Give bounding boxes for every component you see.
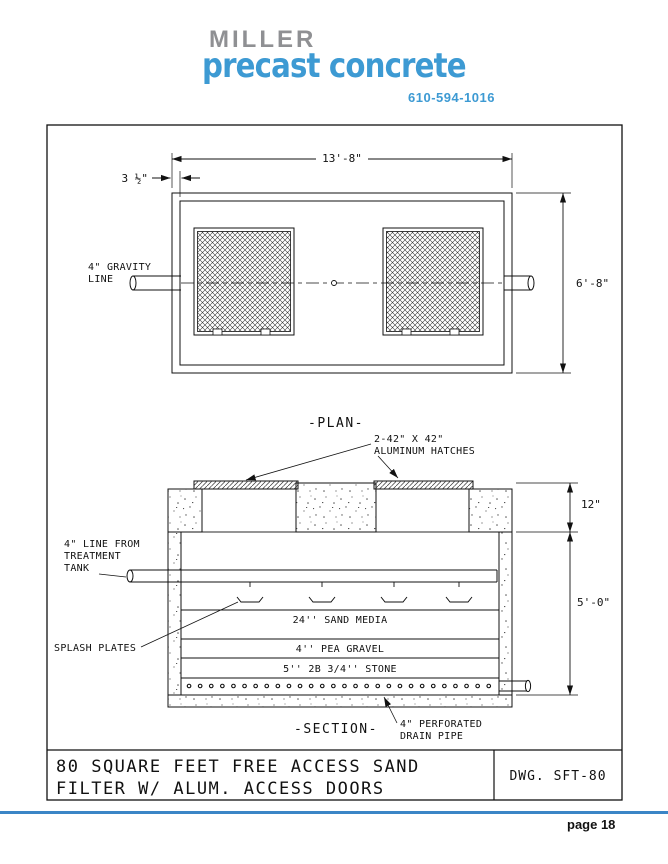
sand-media-label: 24'' SAND MEDIA — [293, 615, 388, 626]
section-extension-lines — [516, 482, 578, 696]
section-hatch-right — [373, 480, 474, 490]
stone-label: 5'' 2B 3/4'' STONE — [283, 664, 397, 675]
plan-wall-dimension: 3 ½" — [122, 172, 149, 185]
title-block-lines — [47, 749, 622, 800]
splash-plates-label: SPLASH PLATES — [54, 643, 136, 654]
hatch-callout-line-2: ALUMINUM HATCHES — [374, 446, 475, 457]
section-depth-dimension: 5'-0" — [577, 596, 610, 609]
plan-aluminum-hatch-left — [193, 227, 295, 336]
plan-tank-inner-wall — [179, 200, 505, 366]
section-hatch-left — [193, 480, 299, 490]
perforated-drain-pipe — [186, 679, 532, 693]
plan-center-port — [331, 280, 337, 286]
plan-view-label: -PLAN- — [308, 416, 364, 431]
section-interior — [180, 531, 500, 696]
plan-extension-lines — [171, 153, 571, 374]
section-inlet-pipe — [126, 569, 498, 587]
drain-pipe-leader — [383, 696, 398, 724]
drawing-number: DWG. SFT-80 — [509, 769, 606, 784]
pea-gravel-label: 4'' PEA GRAVEL — [296, 644, 385, 655]
section-view-label: -SECTION- — [294, 722, 378, 737]
plan-width-dimension: 13'-8" — [322, 152, 362, 165]
hatch-callout-line-1: 2-42" X 42" — [374, 434, 444, 445]
brand-miller-logo: MILLER — [209, 26, 317, 53]
drawing-title-line-1: 80 SQUARE FEET FREE ACCESS SAND — [56, 757, 420, 777]
inlet-leader — [98, 573, 127, 578]
plan-height-dimension: 6'-8" — [576, 277, 609, 290]
section-concrete — [167, 482, 513, 708]
gravity-line-label-2: LINE — [88, 274, 113, 285]
section-lid-dimension: 12" — [581, 498, 601, 511]
media-layer-lines — [181, 609, 499, 679]
inlet-label-1: 4" LINE FROM — [64, 539, 140, 550]
drain-pipe-label-2: DRAIN PIPE — [400, 731, 463, 742]
plan-aluminum-hatch-right — [382, 227, 484, 336]
brand-phone-number: 610-594-1016 — [408, 90, 495, 105]
footer-rule — [0, 811, 668, 814]
hatch-callout-leaders — [245, 443, 399, 481]
plan-gravity-pipe — [129, 275, 535, 291]
plan-tank-outer-wall — [171, 192, 513, 374]
title-block: 80 SQUARE FEET FREE ACCESS SAND FILTER W… — [47, 749, 622, 800]
plan-dimension-lines — [152, 155, 567, 373]
section-view: 12" 5'-0" 4" LINE FROM TREATMENT TANK SP… — [54, 480, 610, 742]
drawing-title-line-2: FILTER W/ ALUM. ACCESS DOORS — [56, 779, 385, 799]
splash-plates-leader — [140, 601, 239, 648]
gravity-line-label-1: 4" GRAVITY — [88, 262, 151, 273]
drain-pipe-label-1: 4" PERFORATED — [400, 719, 482, 730]
splash-plates — [236, 596, 473, 603]
inlet-label-2: TREATMENT — [64, 551, 121, 562]
page-number: page 18 — [567, 817, 616, 832]
drawing-frame — [46, 124, 623, 801]
plan-view: 13'-8" 3 ½" 6'-8" 4" GRAVITY LINE -PLAN-… — [88, 152, 609, 481]
inlet-label-3: TANK — [64, 563, 89, 574]
brand-precast-logo: precast concrete — [202, 46, 467, 86]
